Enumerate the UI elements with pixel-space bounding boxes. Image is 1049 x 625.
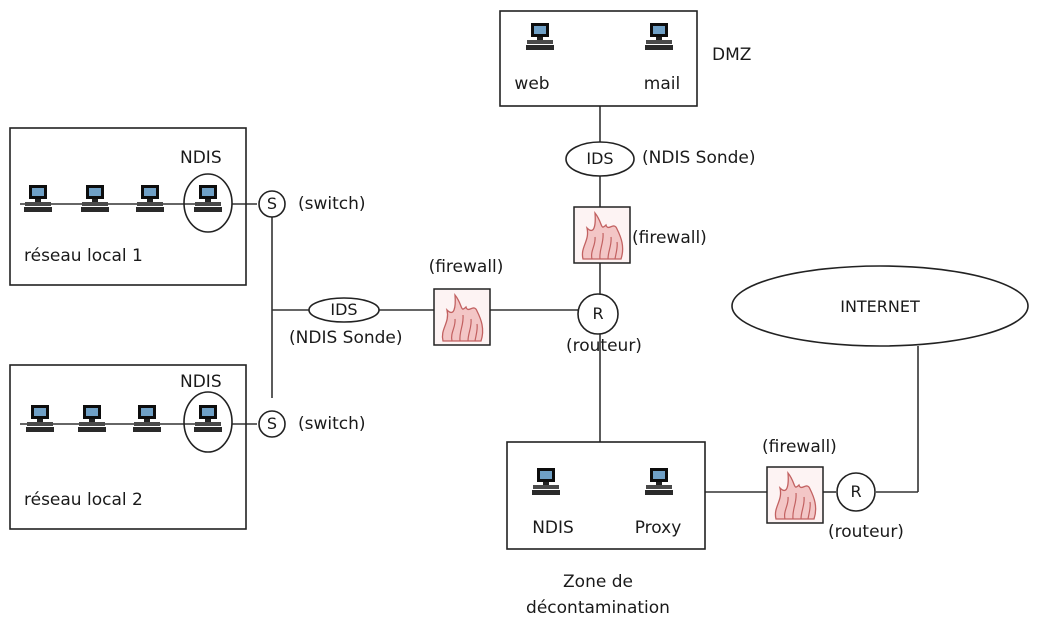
dmz-label: DMZ xyxy=(712,45,752,65)
switch-1-label: (switch) xyxy=(298,194,366,214)
decontamination-host-ndis: NDIS xyxy=(532,518,574,538)
switch-1-letter: S xyxy=(266,194,278,213)
dmz-host-web: web xyxy=(514,74,550,94)
computer-icon xyxy=(78,405,106,432)
firewall-right-label: (firewall) xyxy=(762,437,837,457)
dmz-box xyxy=(499,10,698,107)
computer-icon xyxy=(81,185,109,212)
ids-top-ellipse xyxy=(565,141,635,177)
router-right-letter: R xyxy=(850,482,862,501)
computer-icon xyxy=(645,468,673,495)
lan1-box xyxy=(9,127,247,286)
ndis-highlight-2 xyxy=(183,391,233,453)
ids-left-ellipse xyxy=(308,297,380,323)
computer-icon xyxy=(526,23,554,50)
switch-2-label: (switch) xyxy=(298,414,366,434)
router-right-circle xyxy=(836,472,876,512)
computer-icon xyxy=(26,405,54,432)
switch-1-circle xyxy=(258,190,286,218)
ids-top-text: IDS xyxy=(586,149,614,168)
computer-icon xyxy=(194,405,222,432)
dmz-host-mail: mail xyxy=(643,74,681,94)
computer-icon xyxy=(194,185,222,212)
ids-left-label: (NDIS Sonde) xyxy=(289,328,403,348)
internet-label: INTERNET xyxy=(840,297,920,316)
firewall-left-icon xyxy=(433,288,491,346)
computer-icon xyxy=(532,468,560,495)
lan1-label: réseau local 1 xyxy=(24,246,143,266)
computer-icon xyxy=(133,405,161,432)
router-right-label: (routeur) xyxy=(828,522,904,542)
internet-ellipse xyxy=(731,265,1029,347)
firewall-top-label: (firewall) xyxy=(632,228,707,248)
lan2-box xyxy=(9,364,247,530)
decontamination-caption-line1: Zone de xyxy=(563,572,633,592)
firewall-left-label: (firewall) xyxy=(428,257,504,277)
decontamination-caption-line2: décontamination xyxy=(526,598,670,618)
lan1-ndis-label: NDIS xyxy=(180,148,222,168)
router-center-label: (routeur) xyxy=(566,336,642,356)
ids-top-label: (NDIS Sonde) xyxy=(642,148,756,168)
firewall-right-icon xyxy=(766,466,824,524)
lan2-label: réseau local 2 xyxy=(24,490,143,510)
lan2-ndis-label: NDIS xyxy=(180,372,222,392)
switch-2-circle xyxy=(258,410,286,438)
decontamination-host-proxy: Proxy xyxy=(634,518,682,538)
router-center-circle xyxy=(577,293,619,335)
firewall-top-icon xyxy=(573,206,631,264)
computer-icon xyxy=(136,185,164,212)
computer-icon xyxy=(24,185,52,212)
decontamination-box xyxy=(506,441,706,550)
computer-icon xyxy=(645,23,673,50)
router-center-letter: R xyxy=(592,304,604,323)
connection-lines xyxy=(232,106,919,493)
ndis-highlight-1 xyxy=(183,173,233,233)
ids-left-text: IDS xyxy=(330,300,358,319)
switch-2-letter: S xyxy=(266,414,278,433)
